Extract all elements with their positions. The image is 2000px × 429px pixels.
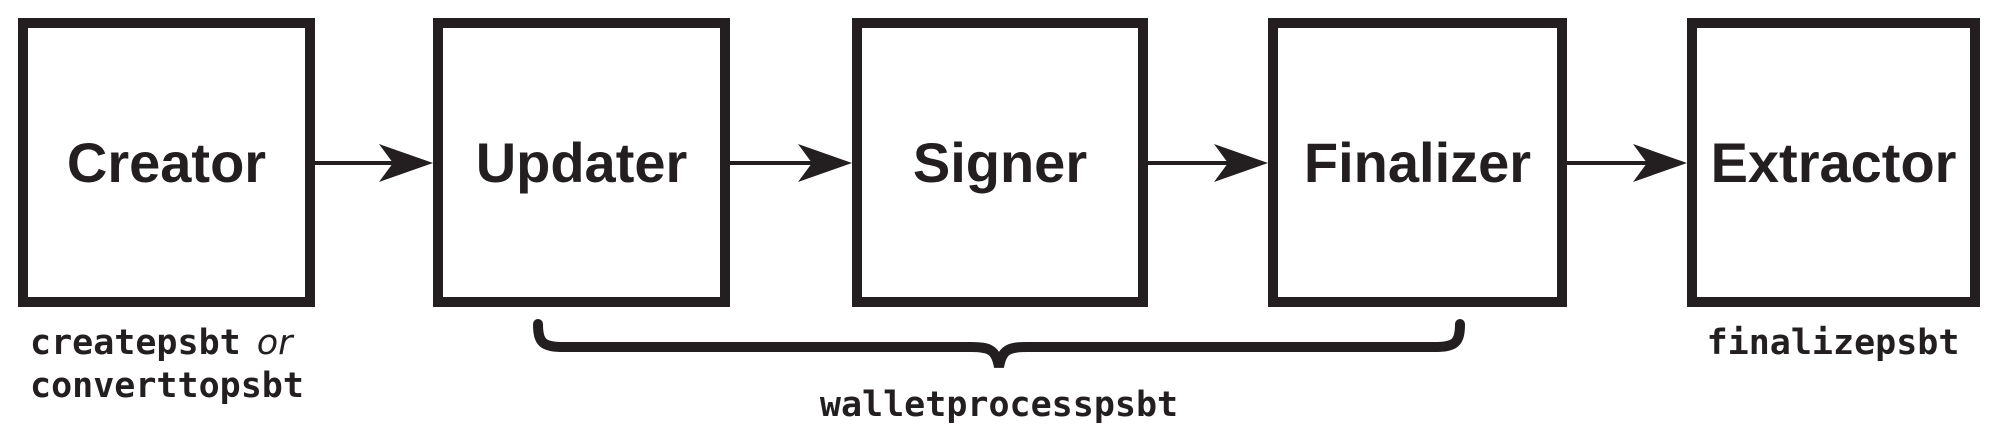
finalizepsbt-caption: finalizepsbt [1706,323,1960,363]
box-label-extractor: Extractor [1710,130,1957,194]
flow-arrow-finalizer-extractor [1567,144,1687,182]
flow-arrow-signer-finalizer [1148,144,1268,182]
createpsbt-command: createpsbt [30,323,241,363]
flow-box-finalizer: Finalizer [1268,18,1567,307]
creator-rpc-caption-line-2: converttopsbt [30,365,304,408]
flow-box-signer: Signer [852,18,1148,307]
flow-arrow-updater-signer [730,144,852,182]
box-label-signer: Signer [912,130,1088,194]
creator-rpc-caption: createpsbt or converttopsbt [30,322,304,408]
or-conjunction: or [256,323,293,363]
flow-box-updater: Updater [433,18,730,307]
flow-arrow-creator-updater [315,144,433,182]
flow-box-creator: Creator [18,18,315,307]
converttopsbt-command: converttopsbt [30,366,304,406]
box-label-finalizer: Finalizer [1303,130,1532,194]
underbrace [533,319,1465,369]
creator-rpc-caption-line-1: createpsbt or [30,322,304,365]
box-label-updater: Updater [475,130,688,194]
flow-box-extractor: Extractor [1687,18,1980,307]
box-label-creator: Creator [66,130,267,194]
walletprocesspsbt-caption: walletprocesspsbt [819,385,1179,425]
